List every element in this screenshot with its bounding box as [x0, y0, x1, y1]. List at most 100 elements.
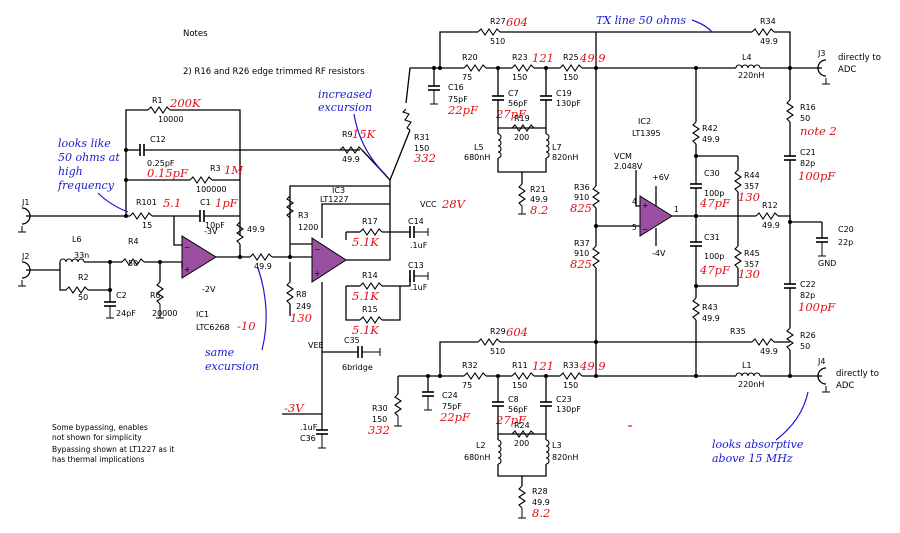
svg-text:R37: R37	[574, 239, 590, 248]
svg-text:27pF: 27pF	[495, 413, 527, 427]
svg-text:4: 4	[632, 197, 637, 206]
r32-resistor: R32 75	[462, 361, 487, 390]
svg-text:-2V: -2V	[202, 285, 216, 294]
svg-text:IC2: IC2	[638, 117, 651, 126]
svg-text:-3V: -3V	[204, 227, 218, 236]
svg-text:R29: R29	[490, 327, 506, 336]
svg-text:8.2: 8.2	[532, 506, 550, 520]
svg-text:C16: C16	[448, 83, 464, 92]
j2-label: J2	[21, 252, 29, 261]
l5-inductor: L5 680nH	[464, 133, 502, 162]
r17-resistor: R17 5.1K	[352, 217, 383, 249]
r43-resistor: R43 49.9	[692, 297, 720, 323]
annotation-looks-like: looks like	[58, 137, 111, 150]
notes-title: Notes	[183, 29, 208, 39]
c12-capacitor: C12 0.25pF 0.15pF	[139, 135, 189, 180]
svg-text:L5: L5	[474, 143, 484, 152]
svg-text:Bypassing shown at LT1227 as i: Bypassing shown at LT1227 as it	[52, 445, 174, 454]
svg-text:22pF: 22pF	[439, 410, 471, 424]
svg-text:R9: R9	[342, 130, 353, 139]
svg-text:75: 75	[462, 381, 472, 390]
r3-feedback-resistor: R3 100000 1M	[189, 163, 244, 194]
svg-text:24pF: 24pF	[116, 309, 136, 318]
svg-text:R20: R20	[462, 53, 478, 62]
r4-resistor: R4 50	[121, 237, 145, 268]
svg-text:L3: L3	[552, 441, 562, 450]
svg-text:R43: R43	[702, 303, 718, 312]
svg-text:220nH: 220nH	[738, 380, 764, 389]
c14-capacitor: C14 .1uF	[408, 217, 429, 250]
svg-text:50: 50	[800, 114, 810, 123]
svg-text:R15: R15	[362, 305, 378, 314]
svg-text:49.9: 49.9	[342, 155, 360, 164]
svg-text:82p: 82p	[800, 159, 815, 168]
svg-text:130: 130	[738, 267, 760, 281]
r36-resistor: R36 910 825	[570, 183, 600, 215]
svg-text:56pF: 56pF	[508, 99, 528, 108]
svg-text:22pF: 22pF	[447, 103, 479, 117]
svg-text:C8: C8	[508, 395, 519, 404]
svg-text:910: 910	[574, 249, 589, 258]
svg-text:50: 50	[800, 342, 810, 351]
svg-text:49.9: 49.9	[254, 262, 272, 271]
svg-text:L2: L2	[476, 441, 486, 450]
svg-text:has thermal implications: has thermal implications	[52, 455, 145, 464]
r24-resistor: R24 200	[511, 421, 535, 448]
svg-text:27pF: 27pF	[495, 107, 527, 121]
ic2-opamp: + − IC2 LT1395 +6V -4V 4 5 1	[632, 117, 679, 258]
svg-text:75: 75	[462, 73, 472, 82]
r20-resistor: R20 75	[462, 53, 487, 82]
svg-text:VCM: VCM	[614, 152, 632, 161]
r15-resistor: R15 5.1K	[352, 305, 383, 337]
l2-inductor: L2 680nH	[464, 439, 502, 465]
svg-text:49.9: 49.9	[702, 135, 720, 144]
svg-text:6bridge: 6bridge	[342, 363, 373, 372]
svg-text:L4: L4	[742, 53, 752, 62]
r2-resistor: R2 50	[65, 273, 89, 302]
svg-text:R17: R17	[362, 217, 378, 226]
svg-text:15K: 15K	[352, 127, 377, 141]
svg-text:LTC6268: LTC6268	[196, 323, 230, 332]
svg-text:49.9: 49.9	[702, 314, 720, 323]
svg-text:C36: C36	[300, 434, 316, 443]
svg-text:.1uF: .1uF	[410, 283, 428, 292]
svg-text:+: +	[642, 201, 648, 210]
r29-resistor: R29 604 510	[477, 325, 528, 356]
svg-text:0.15pF: 0.15pF	[147, 166, 189, 180]
svg-text:100p: 100p	[704, 252, 724, 261]
r3-resistor: R3 1200	[286, 195, 318, 232]
r19-resistor: R19 200	[511, 114, 535, 142]
r1-resistor: R1 10000 200K	[147, 96, 202, 124]
l1-inductor: L1 220nH	[735, 361, 764, 389]
l4-inductor: L4 220nH	[735, 53, 764, 80]
svg-text:C2: C2	[116, 291, 127, 300]
svg-text:1pF: 1pF	[215, 196, 239, 210]
svg-text:VEE: VEE	[308, 341, 324, 350]
svg-text:22p: 22p	[838, 238, 853, 247]
svg-text:10000: 10000	[158, 115, 183, 124]
svg-text:820nH: 820nH	[552, 453, 578, 462]
c2-capacitor: C2 24pF	[104, 291, 136, 319]
r8-resistor: R8 249 130	[286, 281, 312, 325]
svg-text:49.9: 49.9	[760, 347, 778, 356]
svg-text:82p: 82p	[800, 291, 815, 300]
svg-text:2.048V: 2.048V	[614, 162, 643, 171]
svg-text:910: 910	[574, 193, 589, 202]
r37-resistor: R37 910 825	[570, 239, 600, 271]
r35-resistor: R35 49.9	[730, 327, 778, 356]
svg-text:C21: C21	[800, 148, 816, 157]
svg-text:excursion: excursion	[205, 360, 259, 373]
svg-text:C35: C35	[344, 336, 360, 345]
svg-text:1200: 1200	[298, 223, 318, 232]
svg-text:R25: R25	[563, 53, 579, 62]
svg-text:C1: C1	[200, 198, 211, 207]
svg-text:.1uF: .1uF	[300, 423, 318, 432]
svg-text:excursion: excursion	[318, 101, 372, 114]
svg-text:C22: C22	[800, 280, 816, 289]
svg-text:5: 5	[632, 223, 637, 232]
j1-label: J1	[21, 198, 29, 207]
svg-text:R44: R44	[744, 171, 760, 180]
svg-text:75pF: 75pF	[448, 95, 468, 104]
j1-connector: J1	[18, 198, 48, 233]
